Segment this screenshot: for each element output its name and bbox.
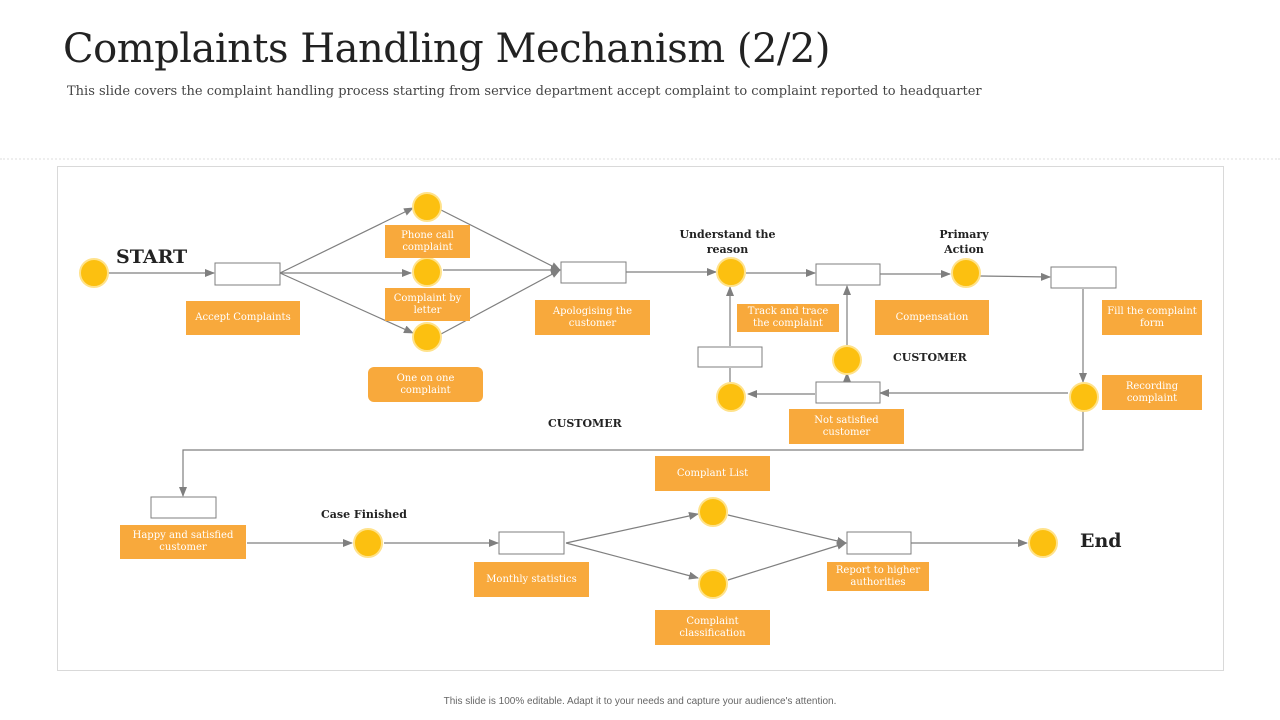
connector-phone-apologise [440, 209, 561, 271]
circle-classification [698, 569, 728, 599]
circle-list [698, 497, 728, 527]
label-end: End [1080, 530, 1122, 552]
circle-end [1028, 528, 1058, 558]
circle-primary [951, 258, 981, 288]
label-fill-form: Fill the complaint form [1102, 300, 1202, 335]
label-recording: Recording complaint [1102, 375, 1202, 410]
circle-phone [412, 192, 442, 222]
box-fill [1050, 266, 1117, 289]
label-phone: Phone call complaint [385, 225, 470, 258]
box-loop [697, 346, 763, 368]
page-title: Complaints Handling Mechanism (2/2) [63, 26, 830, 72]
connector-recording-happy [179, 410, 1084, 497]
box-accept [214, 262, 281, 286]
circle-nodes [79, 192, 1099, 599]
label-monthly: Monthly statistics [474, 562, 589, 597]
label-accept: Accept Complaints [186, 301, 300, 335]
circle-start [79, 258, 109, 288]
label-report: Report to higher authorities [827, 562, 929, 591]
box-monthly [498, 531, 565, 555]
box-notsatisfied [815, 381, 881, 404]
connector-accept-phone [279, 207, 414, 274]
process-boxes [150, 261, 1117, 555]
circle-understand [716, 257, 746, 287]
label-case-finished: Case Finished [321, 508, 407, 521]
circle-loop [716, 382, 746, 412]
label-track: Track and trace the complaint [737, 304, 839, 332]
box-apologise [560, 261, 627, 284]
diagram-frame [57, 166, 1224, 671]
connector-primary-fill [979, 272, 1051, 281]
label-primary: Primary Action [939, 228, 989, 256]
connector-oneonone-apologise [440, 269, 561, 335]
circle-recording [1069, 382, 1099, 412]
label-customer-right: CUSTOMER [893, 351, 967, 364]
connector-list-report [727, 514, 847, 545]
connector-accept-oneonone [279, 272, 414, 334]
footer-note: This slide is 100% editable. Adapt it to… [443, 696, 837, 707]
connector-classification-report [727, 541, 847, 581]
label-compensation: Compensation [875, 300, 989, 335]
box-happy [150, 496, 217, 519]
label-understand: Understand the reason [679, 228, 776, 256]
label-classification: Complaint classification [655, 610, 770, 645]
page-subtitle: This slide covers the complaint handling… [67, 84, 982, 99]
label-start: START [116, 246, 188, 268]
connectors [108, 207, 1087, 581]
label-one-on-one: One on one complaint [368, 367, 483, 402]
circle-oneonone [412, 322, 442, 352]
header-divider [0, 158, 1280, 160]
box-report [846, 531, 912, 555]
label-apologising: Apologising the customer [535, 300, 650, 335]
label-customer-mid: CUSTOMER [548, 417, 622, 430]
label-complaint-list: Complant List [655, 456, 770, 491]
connector-monthly-classification [565, 542, 699, 580]
label-not-satisfied: Not satisfied customer [789, 409, 904, 444]
box-track [815, 263, 881, 286]
label-happy: Happy and satisfied customer [120, 525, 246, 559]
circle-letter [412, 257, 442, 287]
connector-monthly-list [565, 512, 699, 544]
label-letter: Complaint by letter [385, 288, 470, 321]
circle-case-finished [353, 528, 383, 558]
circle-customer [832, 345, 862, 375]
